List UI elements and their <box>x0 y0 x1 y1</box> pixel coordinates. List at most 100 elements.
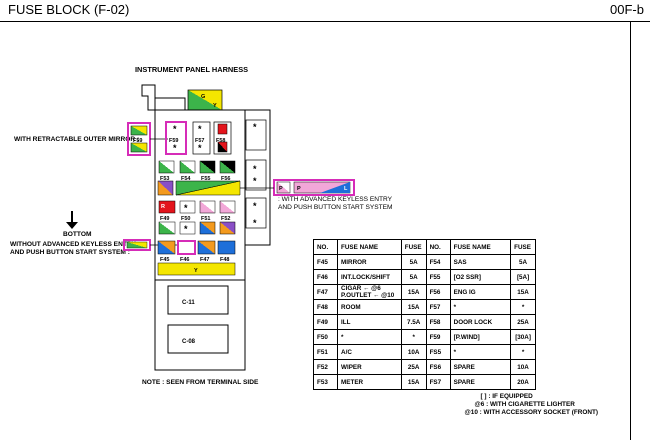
table-header-row: NO. FUSE NAME FUSE NO. FUSE NAME FUSE <box>312 239 536 255</box>
top-connector <box>187 89 223 111</box>
table-row: F50**F59[P.WIND][30A] <box>312 329 536 345</box>
table-cell: * <box>510 344 536 360</box>
table-cell: METER <box>337 374 402 390</box>
table-cell: FS5 <box>425 344 451 360</box>
right-frame-line <box>630 22 631 440</box>
f54-wire <box>179 160 196 174</box>
f50-lower-empty <box>179 221 196 235</box>
table-cell: 25A <box>400 359 427 375</box>
table-cell: SAS <box>449 254 512 270</box>
harness-title: INSTRUMENT PANEL HARNESS <box>135 65 249 74</box>
table-cell: F52 <box>312 359 339 375</box>
table-cell: F51 <box>312 344 339 360</box>
f50-star-2: * <box>184 224 188 234</box>
keyless-highlight <box>273 179 355 196</box>
f45-wire <box>157 240 176 255</box>
table-cell: F55 <box>425 269 451 285</box>
c11-label: C-11 <box>182 300 195 306</box>
table-cell: 5A <box>400 269 427 285</box>
f52-pink-wire <box>219 200 236 214</box>
table-cell: ILL <box>337 314 402 330</box>
fuse-fs5-slot <box>245 197 267 229</box>
f53-id: F53 <box>160 176 169 182</box>
f59-highlight <box>165 121 187 155</box>
table-cell: SPARE <box>449 374 512 390</box>
table-cell: [O2 SSR] <box>449 269 512 285</box>
f59-star-2: * <box>173 143 177 153</box>
f49-red-wire <box>158 200 176 214</box>
table-cell: INT.LOCK/SHIFT <box>337 269 402 285</box>
header-divider <box>0 21 650 22</box>
f52-id: F52 <box>221 216 230 222</box>
page-code: 00F-b <box>610 2 644 17</box>
table-cell: 15A <box>400 299 427 315</box>
table-cell: * <box>510 299 536 315</box>
f55-id: F55 <box>201 176 210 182</box>
table-cell: F45 <box>312 254 339 270</box>
f58-id: F58 <box>216 138 225 144</box>
f58-black-wire <box>217 141 228 153</box>
f54-id: F54 <box>181 176 191 182</box>
header-bar: FUSE BLOCK (F-02) 00F-b <box>0 0 650 22</box>
f59-retractable-id: F59 <box>133 138 142 144</box>
f45-id: F45 <box>160 257 169 263</box>
fuse-table: NO. FUSE NAME FUSE NO. FUSE NAME FUSE F4… <box>312 239 536 390</box>
table-cell: 15A <box>400 374 427 390</box>
table-cell: ROOM <box>337 299 402 315</box>
col-fuse-1: FUSE <box>400 239 427 255</box>
keyless-wire-blue <box>320 182 350 193</box>
col-no-1: NO. <box>312 239 339 255</box>
bottom-label: BOTTOM <box>63 231 92 238</box>
table-cell: F48 <box>312 299 339 315</box>
keyless-code-p1: P <box>279 186 283 192</box>
legend: [ ] : IF EQUIPPED @6 : WITH CIGARETTE LI… <box>465 393 598 417</box>
f49-id: F49 <box>160 216 169 222</box>
f57-star: * <box>198 124 202 134</box>
keyless-entry-label: : WITH ADVANCED KEYLESS ENTRY AND PUSH B… <box>278 196 393 211</box>
table-cell: 25A <box>510 314 536 330</box>
col-name-2: FUSE NAME <box>449 239 512 255</box>
table-cell: 5A <box>510 254 536 270</box>
right-star-5: * <box>253 218 257 228</box>
col-fuse-2: FUSE <box>510 239 536 255</box>
col-name-1: FUSE NAME <box>337 239 402 255</box>
right-star-2: * <box>253 164 257 174</box>
f59-alt-bottom <box>130 142 148 153</box>
f56-wire <box>219 160 236 174</box>
c08-label: C-08 <box>182 339 196 345</box>
bus-label-y: Y <box>194 268 198 274</box>
keyless-code-p2: P <box>297 186 301 192</box>
table-cell: MIRROR <box>337 254 402 270</box>
table-cell: FS7 <box>425 374 451 390</box>
table-cell: 10A <box>510 359 536 375</box>
f46-highlight <box>177 240 196 255</box>
f59-id: F59 <box>169 138 178 144</box>
table-cell: F46 <box>312 269 339 285</box>
f46-id: F46 <box>180 257 189 263</box>
table-cell: DOOR LOCK <box>449 314 512 330</box>
block-tab-top <box>154 97 186 111</box>
fuse-f56-right-slot <box>245 159 267 191</box>
connector-c11 <box>167 285 229 315</box>
table-cell: WIPER <box>337 359 402 375</box>
table-cell: 10A <box>400 344 427 360</box>
f49-code: R <box>161 204 165 210</box>
table-cell: 5A <box>400 254 427 270</box>
table-cell: * <box>337 329 402 345</box>
table-cell: 7.5A <box>400 314 427 330</box>
f56-id: F56 <box>221 176 230 182</box>
f51-lower-wire <box>199 221 216 235</box>
terminal-side-note: NOTE : SEEN FROM TERMINAL SIDE <box>142 379 259 386</box>
legend-if-equipped: [ ] : IF EQUIPPED <box>480 393 533 400</box>
table-cell: F54 <box>425 254 451 270</box>
table-cell: ENG IG <box>449 284 512 300</box>
table-cell: A/C <box>337 344 402 360</box>
